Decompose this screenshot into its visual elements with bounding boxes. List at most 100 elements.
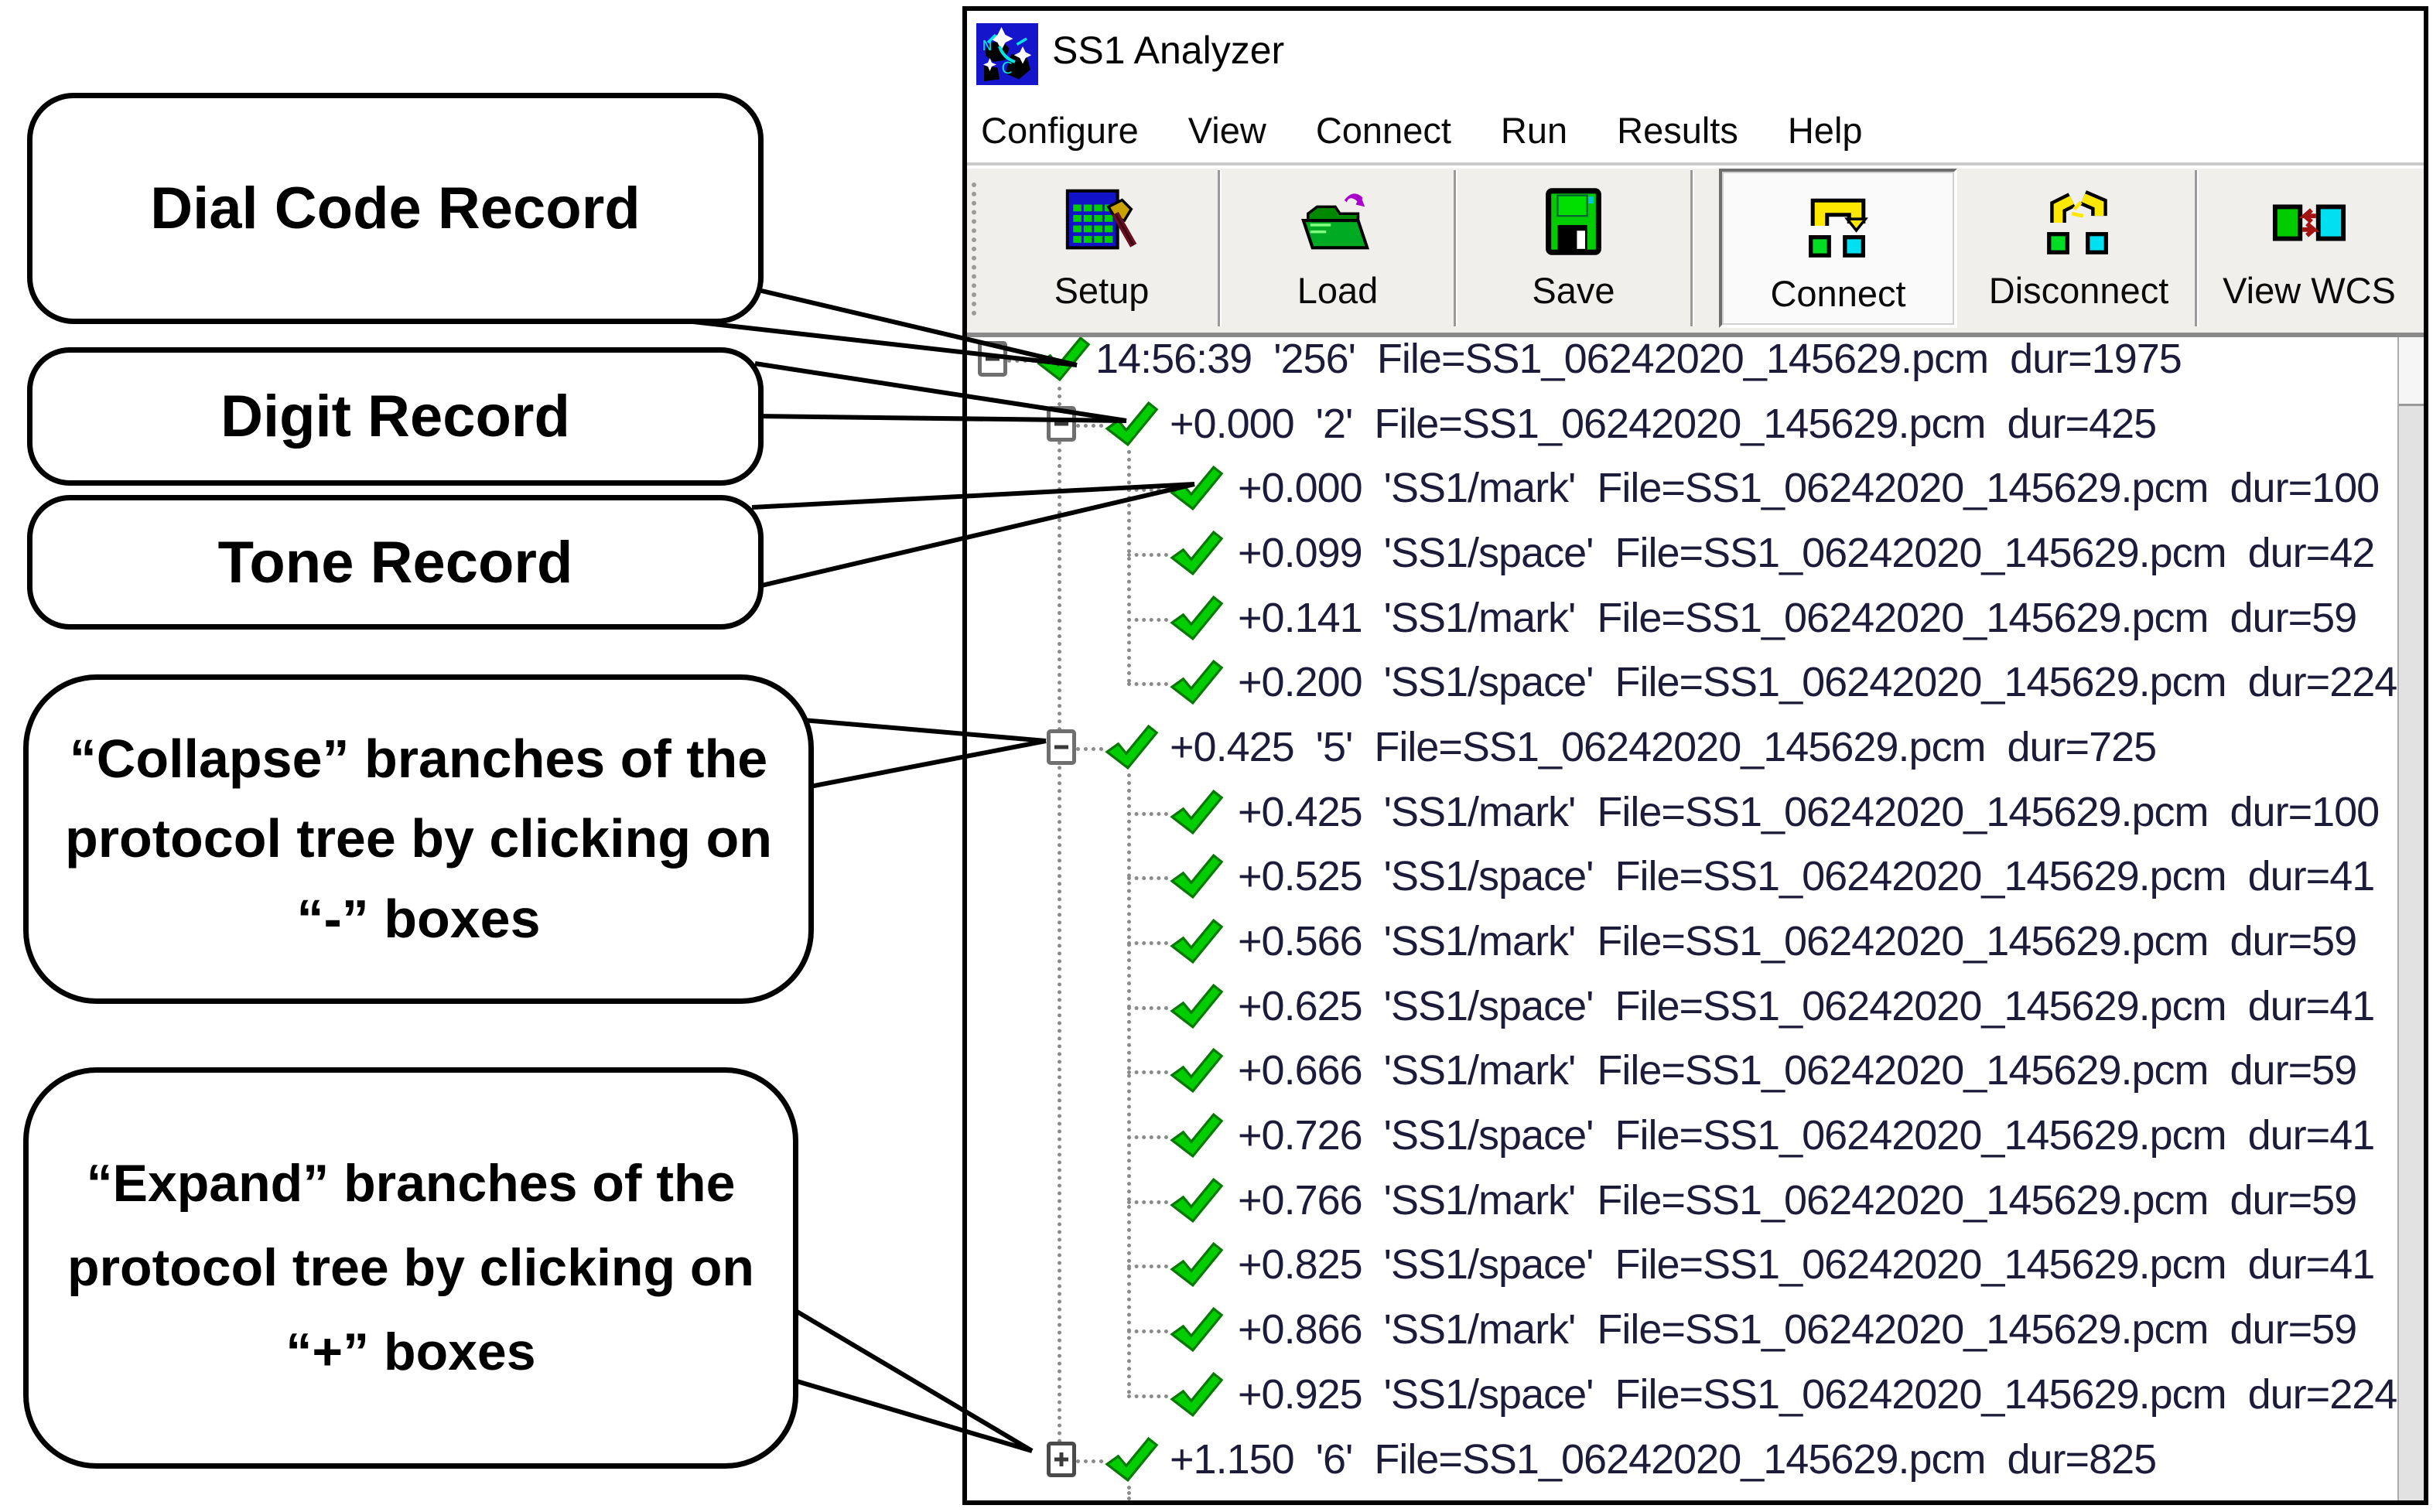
callout-collapse-note: “Collapse” branches of the protocol tree…	[23, 674, 814, 1004]
tree-row[interactable]: +0.425 '5' File=SS1_06242020_145629.pcm …	[967, 715, 2399, 780]
check-icon	[1170, 1242, 1224, 1288]
tree-row-text: +0.766 'SS1/mark' File=SS1_06242020_1456…	[1238, 1176, 2357, 1224]
check-icon	[1170, 466, 1224, 511]
setup-button[interactable]: Setup	[986, 169, 1218, 328]
toolbar-separator	[1454, 170, 1456, 326]
menu-connect[interactable]: Connect	[1315, 109, 1451, 151]
connect-nodes-icon	[1809, 198, 1868, 258]
menu-configure[interactable]: Configure	[981, 109, 1139, 151]
tree-branch-stub	[1127, 1265, 1168, 1269]
tree-branch-stub	[1127, 1329, 1168, 1334]
tree-branch-line	[1127, 773, 1131, 1394]
check-icon	[1105, 1436, 1159, 1482]
tree-row[interactable]: +0.000 '2' File=SS1_06242020_145629.pcm …	[967, 391, 2399, 456]
tree-row-text: +0.425 '5' File=SS1_06242020_145629.pcm …	[1170, 723, 2157, 770]
tree-branch-stub	[1127, 617, 1168, 622]
callout-digit-record: Digit Record	[27, 347, 764, 486]
callout-text: Tone Record	[217, 529, 573, 596]
check-icon	[1170, 1306, 1224, 1353]
window-title: SS1 Analyzer	[1052, 29, 1285, 72]
menu-results[interactable]: Results	[1617, 109, 1738, 151]
collapse-expand-box[interactable]	[1047, 1441, 1076, 1477]
tree-branch-stub	[1127, 1005, 1168, 1010]
tree-branch-stub	[1127, 876, 1168, 881]
collapse-expand-box[interactable]	[1047, 405, 1076, 442]
protocol-tree: 14:56:39 '256' File=SS1_06242020_145629.…	[967, 337, 2399, 1500]
tree-row-text: +0.925 'SS1/space' File=SS1_06242020_145…	[1238, 1370, 2397, 1418]
toolbar-grip[interactable]	[972, 183, 976, 316]
check-icon	[1170, 789, 1224, 835]
tree-branch-line	[1058, 387, 1061, 1444]
tree-branch-stub	[1127, 1200, 1168, 1204]
tree-row[interactable]	[967, 1491, 2399, 1500]
tree-row-text: +0.625 'SS1/space' File=SS1_06242020_145…	[1238, 982, 2375, 1029]
menu-view[interactable]: View	[1187, 109, 1266, 151]
check-icon	[1170, 660, 1224, 705]
disconnect-button[interactable]: Disconnect	[1963, 169, 2194, 328]
tree-row[interactable]: +0.666 'SS1/mark' File=SS1_06242020_1456…	[967, 1039, 2399, 1104]
floppy-disk-icon	[1546, 188, 1601, 255]
callout-text: “Expand” branches of the protocol tree b…	[67, 1154, 754, 1381]
tree-row[interactable]: +0.141 'SS1/mark' File=SS1_06242020_1456…	[967, 585, 2399, 650]
tree-branch-stub	[1007, 358, 1035, 363]
tree-row-text: +0.825 'SS1/space' File=SS1_06242020_145…	[1238, 1241, 2375, 1288]
toolbar-separator	[1218, 170, 1220, 326]
tree-row-text: 14:56:39 '256' File=SS1_06242020_145629.…	[1095, 337, 2182, 382]
tree-row[interactable]: +0.099 'SS1/space' File=SS1_06242020_145…	[967, 520, 2399, 585]
menu-run[interactable]: Run	[1500, 109, 1568, 151]
menu-bar: Configure View Connect Run Results Help	[967, 97, 2424, 166]
vertical-scrollbar[interactable]	[2397, 337, 2424, 1500]
check-icon	[1170, 530, 1224, 576]
load-button[interactable]: Load	[1222, 169, 1453, 328]
open-folder-icon	[1301, 193, 1370, 250]
tree-row-text: +0.099 'SS1/space' File=SS1_06242020_145…	[1238, 529, 2375, 576]
save-button[interactable]: Save	[1457, 169, 1690, 328]
tree-branch-stub	[1127, 1394, 1168, 1398]
app-icon: C N	[976, 23, 1038, 85]
menu-help[interactable]: Help	[1787, 109, 1863, 151]
tree-branch-line	[1127, 1486, 1131, 1500]
title-bar: C N SS1 Analyzer	[967, 11, 2424, 97]
tree-row[interactable]: +0.766 'SS1/mark' File=SS1_06242020_1456…	[967, 1168, 2399, 1233]
tree-branch-stub	[1076, 746, 1103, 751]
tree-branch-stub	[1127, 941, 1168, 946]
connect-button[interactable]: Connect	[1719, 169, 1957, 328]
tree-row[interactable]: +0.866 'SS1/mark' File=SS1_06242020_1456…	[967, 1297, 2399, 1362]
tree-branch-stub	[1127, 682, 1168, 687]
tree-row[interactable]: +0.625 'SS1/space' File=SS1_06242020_145…	[967, 974, 2399, 1039]
toolbar-separator	[2195, 170, 2197, 326]
tree-branch-stub	[1127, 488, 1168, 493]
check-icon	[1105, 724, 1159, 770]
check-icon	[1170, 595, 1224, 640]
check-icon	[1170, 854, 1224, 899]
tree-row[interactable]: +0.726 'SS1/space' File=SS1_06242020_145…	[967, 1103, 2399, 1168]
tree-row[interactable]: +0.200 'SS1/space' File=SS1_06242020_145…	[967, 650, 2399, 715]
collapse-expand-box[interactable]	[1047, 729, 1076, 765]
toolbar-button-label: Setup	[1054, 270, 1150, 311]
tree-row-text: +0.000 '2' File=SS1_06242020_145629.pcm …	[1170, 400, 2157, 447]
check-icon	[1170, 1177, 1224, 1223]
callout-text: Dial Code Record	[150, 176, 641, 241]
tree-branch-stub	[1076, 423, 1103, 428]
tree-rows: 14:56:39 '256' File=SS1_06242020_145629.…	[967, 337, 2399, 1500]
tree-row[interactable]: 14:56:39 '256' File=SS1_06242020_145629.…	[967, 337, 2399, 391]
tree-row[interactable]: +0.525 'SS1/space' File=SS1_06242020_145…	[967, 845, 2399, 910]
tree-row[interactable]: +0.925 'SS1/space' File=SS1_06242020_145…	[967, 1362, 2399, 1427]
tree-row[interactable]: +0.425 'SS1/mark' File=SS1_06242020_1456…	[967, 780, 2399, 845]
tree-row[interactable]: +0.000 'SS1/mark' File=SS1_06242020_1456…	[967, 456, 2399, 520]
toolbar-button-label: Connect	[1770, 273, 1906, 314]
tree-row-text: +0.566 'SS1/mark' File=SS1_06242020_1456…	[1238, 918, 2357, 965]
tree-row[interactable]: +0.566 'SS1/mark' File=SS1_06242020_1456…	[967, 909, 2399, 974]
collapse-expand-box[interactable]	[978, 340, 1007, 377]
setup-grid-hammer-icon	[1065, 189, 1137, 250]
svg-text:N: N	[982, 39, 993, 54]
tree-row-text: +0.141 'SS1/mark' File=SS1_06242020_1456…	[1238, 594, 2357, 641]
toolbar-button-label: View WCS	[2223, 270, 2396, 311]
toolbar-button-label: Disconnect	[1988, 270, 2169, 311]
check-icon	[1037, 337, 1091, 381]
callout-tone-record: Tone Record	[27, 495, 764, 630]
view-wcs-button[interactable]: View WCS	[2199, 169, 2420, 328]
tree-row[interactable]: +1.150 '6' File=SS1_06242020_145629.pcm …	[967, 1427, 2399, 1492]
scrollbar-thumb[interactable]	[2399, 337, 2424, 406]
tree-row[interactable]: +0.825 'SS1/space' File=SS1_06242020_145…	[967, 1233, 2399, 1298]
